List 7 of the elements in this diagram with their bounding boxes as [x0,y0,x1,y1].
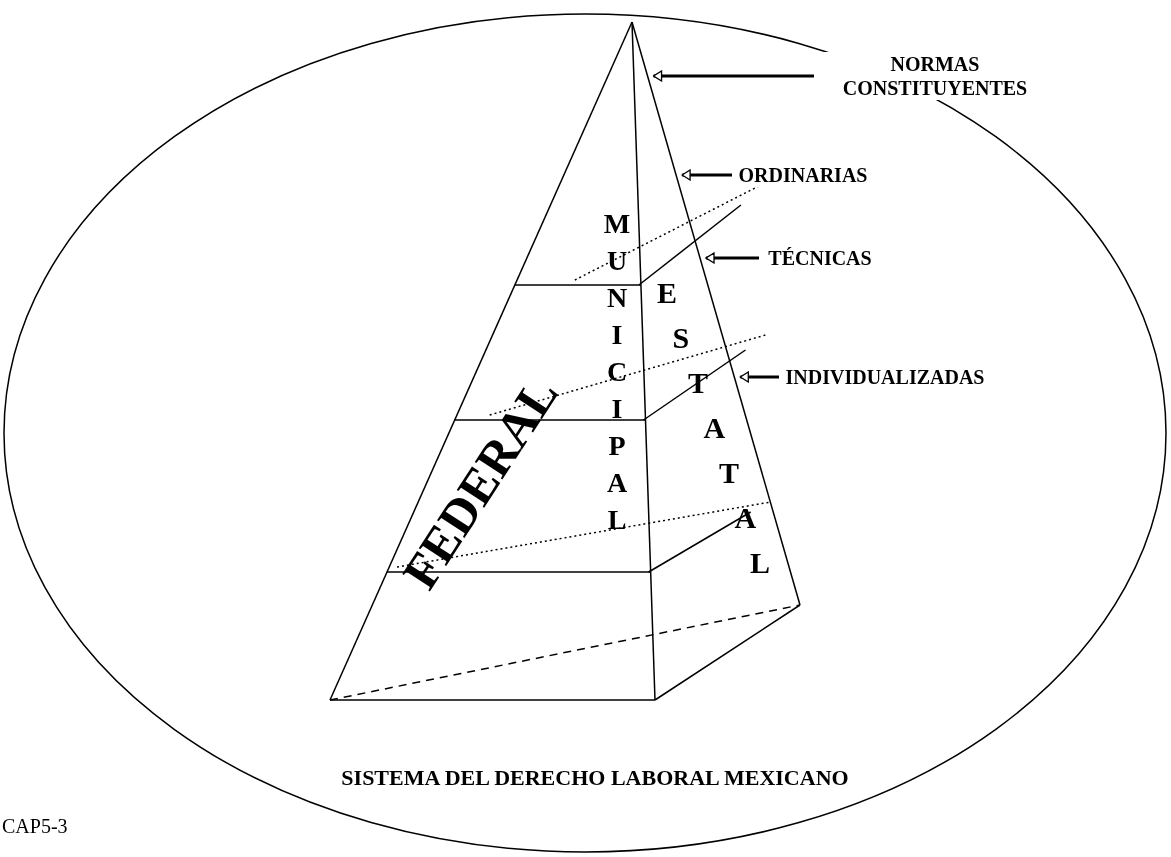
arrow [739,371,779,383]
face-label: MUNICIPAL [602,207,632,537]
arrow [705,252,759,264]
arrow [681,169,732,181]
system-label: SISTEMA DEL DERECHO LABORAL MEXICANO [340,765,850,791]
figure-code: CAP5-3 [2,815,68,838]
arrow [652,70,814,82]
